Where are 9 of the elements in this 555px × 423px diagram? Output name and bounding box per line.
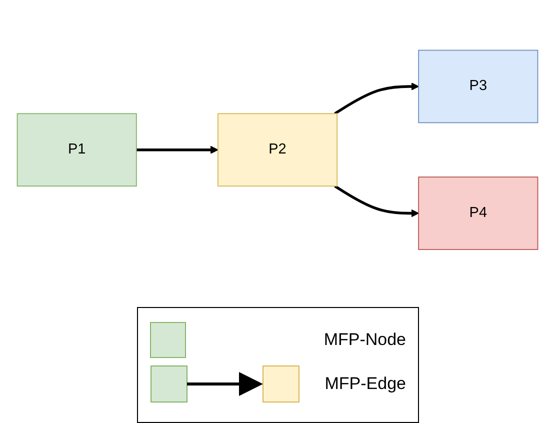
legend-label: MFP-Edge: [324, 374, 406, 394]
node-box: P4: [418, 176, 538, 250]
node-box: P2: [217, 113, 338, 187]
arrow: [334, 185, 419, 218]
node-box: P1: [16, 113, 137, 187]
legend-label: MFP-Node: [324, 330, 406, 350]
arrow: [136, 146, 218, 154]
node-box: P3: [418, 50, 538, 124]
arrow: [334, 82, 419, 115]
